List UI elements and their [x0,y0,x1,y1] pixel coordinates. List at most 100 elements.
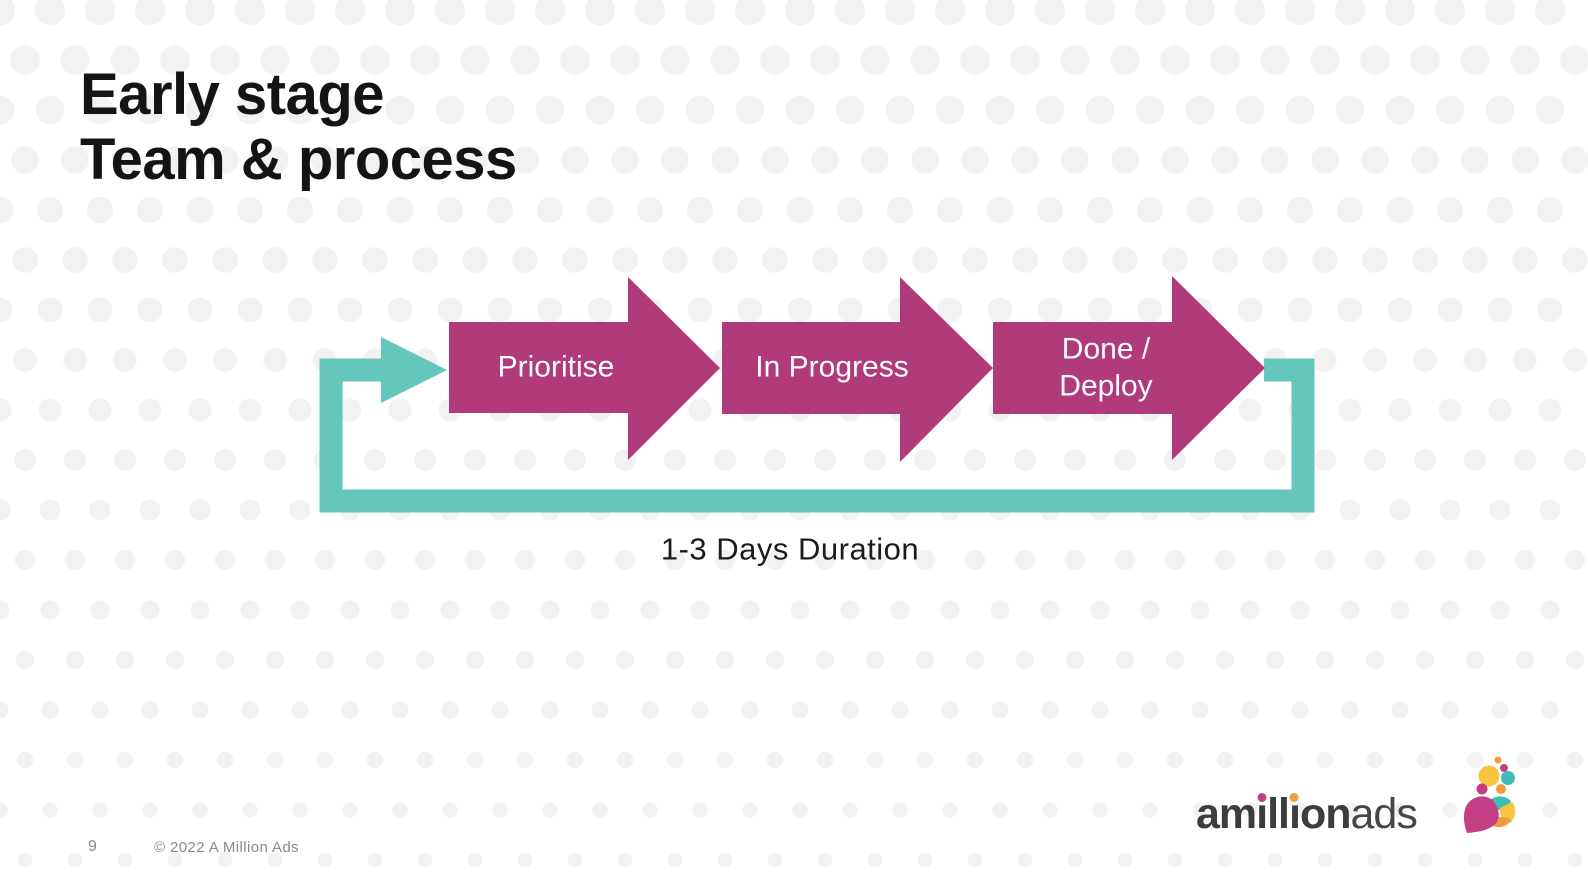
halftone-dot [238,398,262,422]
halftone-dot [1111,146,1139,174]
halftone-dot [914,549,936,571]
halftone-dot [762,247,788,273]
halftone-dot [1042,802,1058,818]
halftone-dot [862,247,888,273]
halftone-dot [1387,297,1413,323]
halftone-dot [286,196,314,224]
halftone-dot [436,196,464,224]
halftone-dot [12,247,38,273]
halftone-dot [13,348,37,372]
halftone-dot [1234,0,1266,26]
halftone-dot [362,247,388,273]
halftone-dot [791,701,809,719]
halftone-dot [1342,802,1358,818]
halftone-dot [216,751,234,769]
halftone-dot [891,701,909,719]
halftone-dot [1363,348,1387,372]
halftone-dot [1041,701,1059,719]
halftone-dot [1142,802,1158,818]
halftone-dot [287,297,313,323]
halftone-dot [1337,297,1363,323]
halftone-dot [387,297,413,323]
halftone-dot [289,499,311,521]
halftone-dot [40,600,60,620]
halftone-dot [161,146,189,174]
halftone-dot [1415,650,1435,670]
halftone-dot [62,247,88,273]
halftone-dot [163,348,187,372]
halftone-dot [291,701,309,719]
halftone-dot [810,45,840,75]
halftone-dot [1017,852,1033,868]
wordmark-suffix: ads [1350,790,1418,838]
halftone-dot [1563,348,1587,372]
halftone-dot [1417,852,1433,868]
halftone-dot [1413,348,1437,372]
halftone-dot [741,701,759,719]
halftone-dot [936,196,964,224]
halftone-dot [911,146,939,174]
halftone-dot [41,701,59,719]
halftone-dot [734,0,766,26]
halftone-dot [1135,95,1165,125]
halftone-dot [1491,701,1509,719]
halftone-dot [390,600,410,620]
halftone-dot [1464,549,1486,571]
halftone-dot [1091,701,1109,719]
halftone-dot [867,852,883,868]
halftone-dot [336,196,364,224]
halftone-dot [16,751,34,769]
halftone-dot [136,196,164,224]
halftone-dot [1092,802,1108,818]
halftone-dot [84,0,116,26]
halftone-dot [360,45,390,75]
logo-circle-yellow [1478,765,1500,787]
halftone-dot [1462,247,1488,273]
halftone-dot [1165,650,1185,670]
halftone-dot [786,196,814,224]
halftone-dot [1014,549,1036,571]
halftone-dot [117,852,133,868]
halftone-dot [0,297,13,323]
halftone-dot [1434,0,1466,26]
halftone-dot [113,348,137,372]
halftone-dot [985,95,1015,125]
halftone-dot [1510,45,1540,75]
halftone-dot [437,297,463,323]
halftone-dot [910,45,940,75]
halftone-dot [0,196,14,224]
halftone-dot [110,45,140,75]
loop-duration-caption: 1-3 Days Duration [661,532,919,567]
halftone-dot [1384,0,1416,26]
halftone-dot [1260,45,1290,75]
halftone-dot [265,650,285,670]
halftone-dot [1561,146,1588,174]
halftone-dot [1167,852,1183,868]
halftone-dot [1435,95,1465,125]
halftone-dot [435,95,465,125]
halftone-dot [665,650,685,670]
halftone-dot [1110,45,1140,75]
halftone-dot [614,549,636,571]
halftone-dot [1465,650,1485,670]
halftone-dot [964,449,986,471]
halftone-dot [334,0,366,26]
halftone-dot [1511,146,1539,174]
halftone-dot [1186,196,1214,224]
halftone-dot [1439,499,1461,521]
halftone-dot [87,297,113,323]
halftone-dot [991,701,1009,719]
halftone-dot [740,600,760,620]
halftone-dot [1564,549,1586,571]
halftone-dot [1190,600,1210,620]
halftone-dot [0,802,8,818]
halftone-dot [566,751,584,769]
halftone-dot [367,852,383,868]
halftone-dot [817,852,833,868]
halftone-dot [615,650,635,670]
halftone-dot [465,650,485,670]
halftone-dot [1015,650,1035,670]
halftone-dot [635,95,665,125]
